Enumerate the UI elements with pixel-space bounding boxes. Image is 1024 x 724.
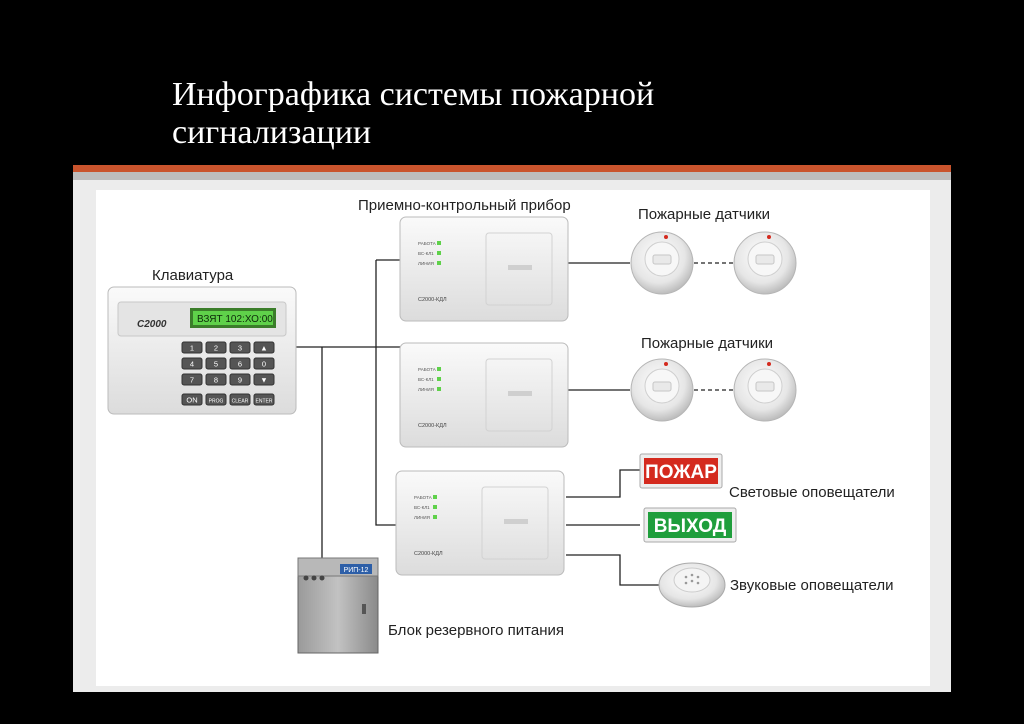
keypad-key: 7 [182,374,202,385]
keypad-key-label: 7 [190,376,194,385]
backup-power-device: РИП-12 [298,558,378,653]
indicator-label: ЛИНИЯ [414,515,430,520]
keypad-key: 0 [254,358,274,369]
label-light-alarms: Световые оповещатели [729,484,895,501]
label-sound-alarms: Звуковые оповещатели [730,577,894,594]
exit-sign-text: ВЫХОД [654,516,727,537]
keypad-key: ENTER [254,394,274,405]
indicator-led [437,261,441,265]
keypad-key: 3 [230,342,250,353]
keypad-key: 1 [182,342,202,353]
fire-sign: ПОЖАР [640,454,722,488]
indicator-label: ВС-КЛ1 [418,251,434,256]
indicator-led [437,367,441,371]
indicator-label: РАБОТА [418,241,436,246]
keypad-key: PROG [206,394,226,405]
keypad-key-label: 3 [238,344,242,353]
label-detectors-1: Пожарные датчики [638,206,770,223]
indicator-label: ВС-КЛ1 [418,377,434,382]
indicator-label: ЛИНИЯ [418,387,434,392]
fire-detector [631,359,693,421]
fire-detector [734,232,796,294]
sounder-device [659,563,725,607]
label-keyboard: Клавиатура [152,267,233,284]
keypad-key-label: 8 [214,376,218,385]
keypad-key-label: ON [186,396,197,405]
keypad-key-label: ▲ [260,344,267,353]
keypad-key: ▲ [254,342,274,353]
keypad-key-label: ENTER [256,399,273,405]
keypad-key: 9 [230,374,250,385]
fire-detectors [631,232,796,421]
indicator-led [437,387,441,391]
label-control-unit: Приемно-контрольный прибор [358,197,571,214]
power-model: РИП-12 [344,567,369,574]
indicator-label: ЛИНИЯ [418,261,434,266]
wire-sounder [566,555,660,585]
indicator-led [437,241,441,245]
keyboard-brand: С2000 [137,319,167,330]
indicator-label: РАБОТА [418,367,436,372]
indicator-label: ВС-КЛ1 [414,505,430,510]
keypad-key: 4 [182,358,202,369]
keypad-key: 5 [206,358,226,369]
fire-detector [631,232,693,294]
keypad-key-label: CLEAR [232,399,249,405]
keypad-key-label: 9 [238,376,242,385]
keypad-key-label: 1 [190,344,194,353]
keypad-key-label: 0 [262,360,266,369]
label-detectors-2: Пожарные датчики [641,335,773,352]
control-units: РАБОТАВС-КЛ1ЛИНИЯС2000-КДЛРАБОТАВС-КЛ1ЛИ… [396,217,568,575]
fire-sign-text: ПОЖАР [645,462,717,483]
indicator-led [437,251,441,255]
control-unit-model: С2000-КДЛ [418,423,447,429]
keypad-key: ON [182,394,202,405]
label-backup-power: Блок резервного питания [388,622,564,639]
keypad-key: CLEAR [230,394,250,405]
indicator-label: РАБОТА [414,495,432,500]
exit-sign: ВЫХОД [644,508,736,542]
keypad-key: 8 [206,374,226,385]
keypad-key: 2 [206,342,226,353]
indicator-led [437,377,441,381]
indicator-led [433,495,437,499]
keypad-key-label: 6 [238,360,242,369]
wire-fire-sign [566,470,640,497]
keypad-key-label: PROG [209,399,224,405]
indicator-led [433,505,437,509]
keypad-key-label: 4 [190,360,194,369]
keypad-key-label: 5 [214,360,218,369]
keyboard-display: ВЗЯТ 102:ХО:00 [197,314,273,325]
fire-detector [734,359,796,421]
control-unit-model: С2000-КДЛ [414,551,443,557]
keypad-key: ▼ [254,374,274,385]
keypad-key-label: 2 [214,344,218,353]
keypad-key: 6 [230,358,250,369]
keypad-key-label: ▼ [260,376,267,385]
indicator-led [433,515,437,519]
keyboard-device: С2000 ВЗЯТ 102:ХО:00 1 2 3 ▲ 4 5 6 0 7 8 9 ▼ ON PROG C… [108,287,296,414]
control-unit-model: С2000-КДЛ [418,297,447,303]
